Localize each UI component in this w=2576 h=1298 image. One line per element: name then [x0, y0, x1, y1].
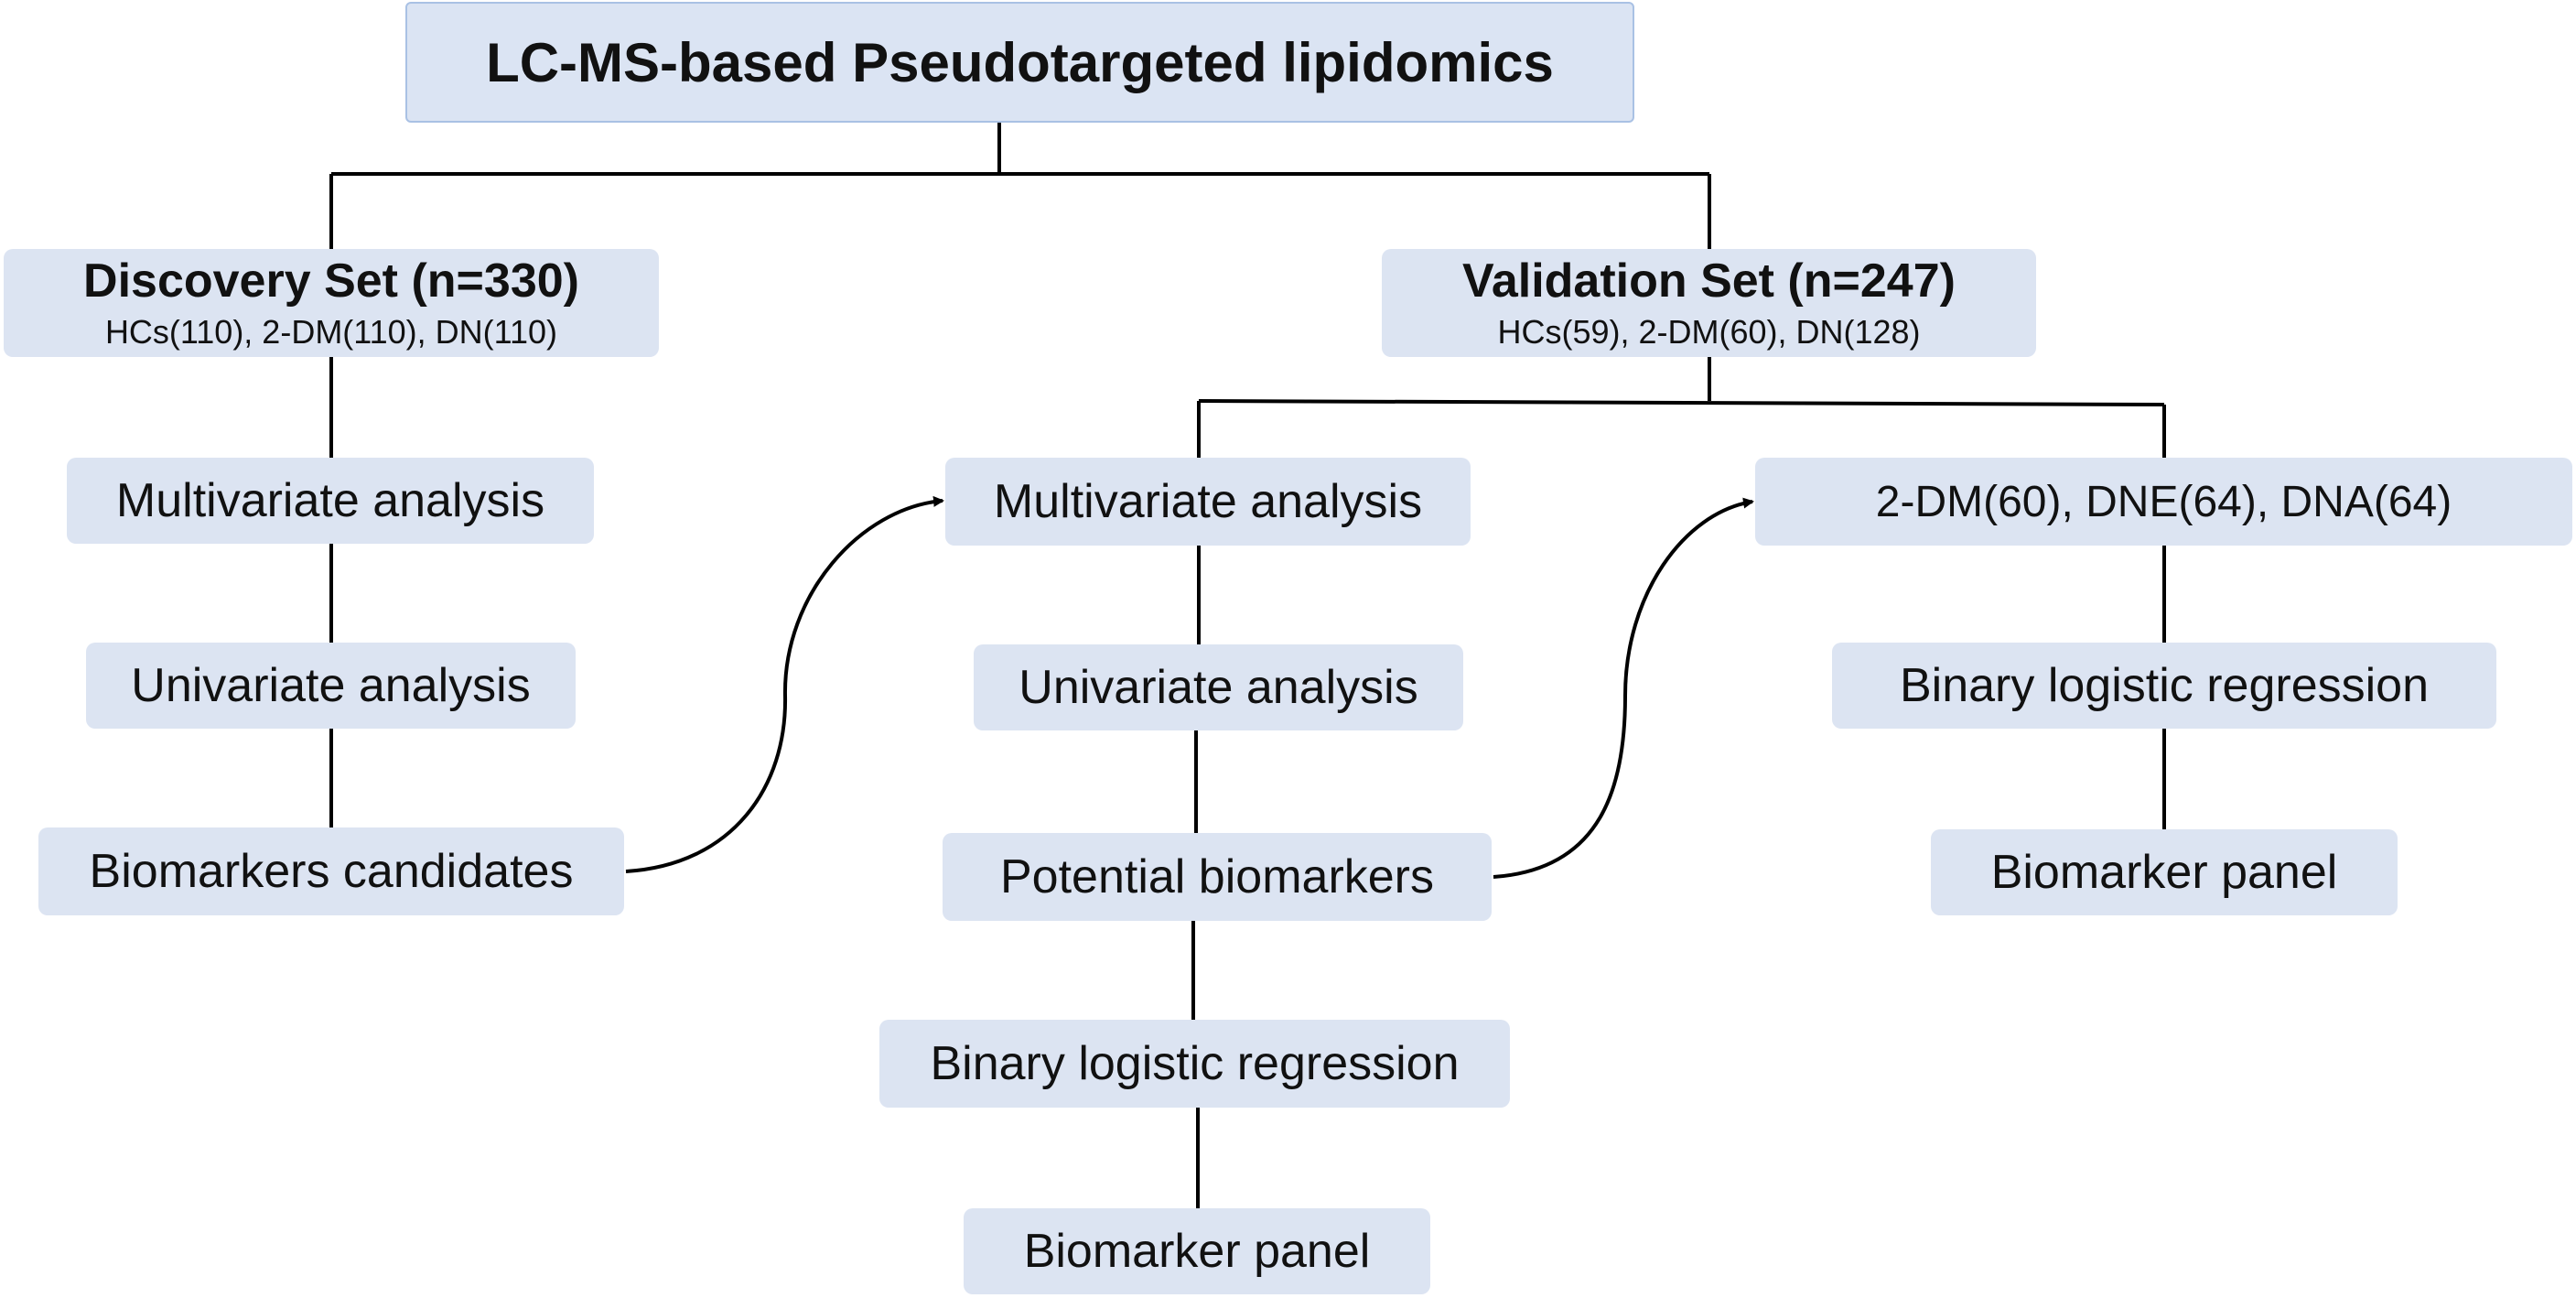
discovery-step-multivariate: Multivariate analysis: [67, 458, 594, 544]
discovery-step-univariate: Univariate analysis: [86, 643, 576, 729]
subgroup-step-biomarker-panel: Biomarker panel: [1931, 829, 2398, 915]
discovery-step-biomarkers-candidates: Biomarkers candidates: [38, 827, 624, 915]
validation-set-box: Validation Set (n=247) HCs(59), 2-DM(60)…: [1382, 249, 2036, 357]
validation-step-univariate: Univariate analysis: [974, 644, 1463, 730]
validation-set-name: Validation Set (n=247): [1462, 254, 1956, 308]
subgroup-step-binary-logistic-regression: Binary logistic regression: [1832, 643, 2496, 729]
validation-step-potential-biomarkers: Potential biomarkers: [943, 833, 1492, 921]
validation-set-groups: HCs(59), 2-DM(60), DN(128): [1497, 313, 1921, 352]
discovery-set-box: Discovery Set (n=330) HCs(110), 2-DM(110…: [4, 249, 659, 357]
diagram-title: LC-MS-based Pseudotargeted lipidomics: [486, 31, 1554, 93]
validation-step-multivariate: Multivariate analysis: [945, 458, 1471, 546]
validation-subgroups-box: 2-DM(60), DNE(64), DNA(64): [1755, 458, 2572, 546]
validation-step-binary-logistic-regression: Binary logistic regression: [879, 1020, 1510, 1108]
title-box: LC-MS-based Pseudotargeted lipidomics: [405, 2, 1634, 123]
discovery-set-groups: HCs(110), 2-DM(110), DN(110): [104, 313, 558, 352]
validation-step-biomarker-panel: Biomarker panel: [964, 1208, 1430, 1294]
discovery-set-name: Discovery Set (n=330): [83, 254, 579, 308]
